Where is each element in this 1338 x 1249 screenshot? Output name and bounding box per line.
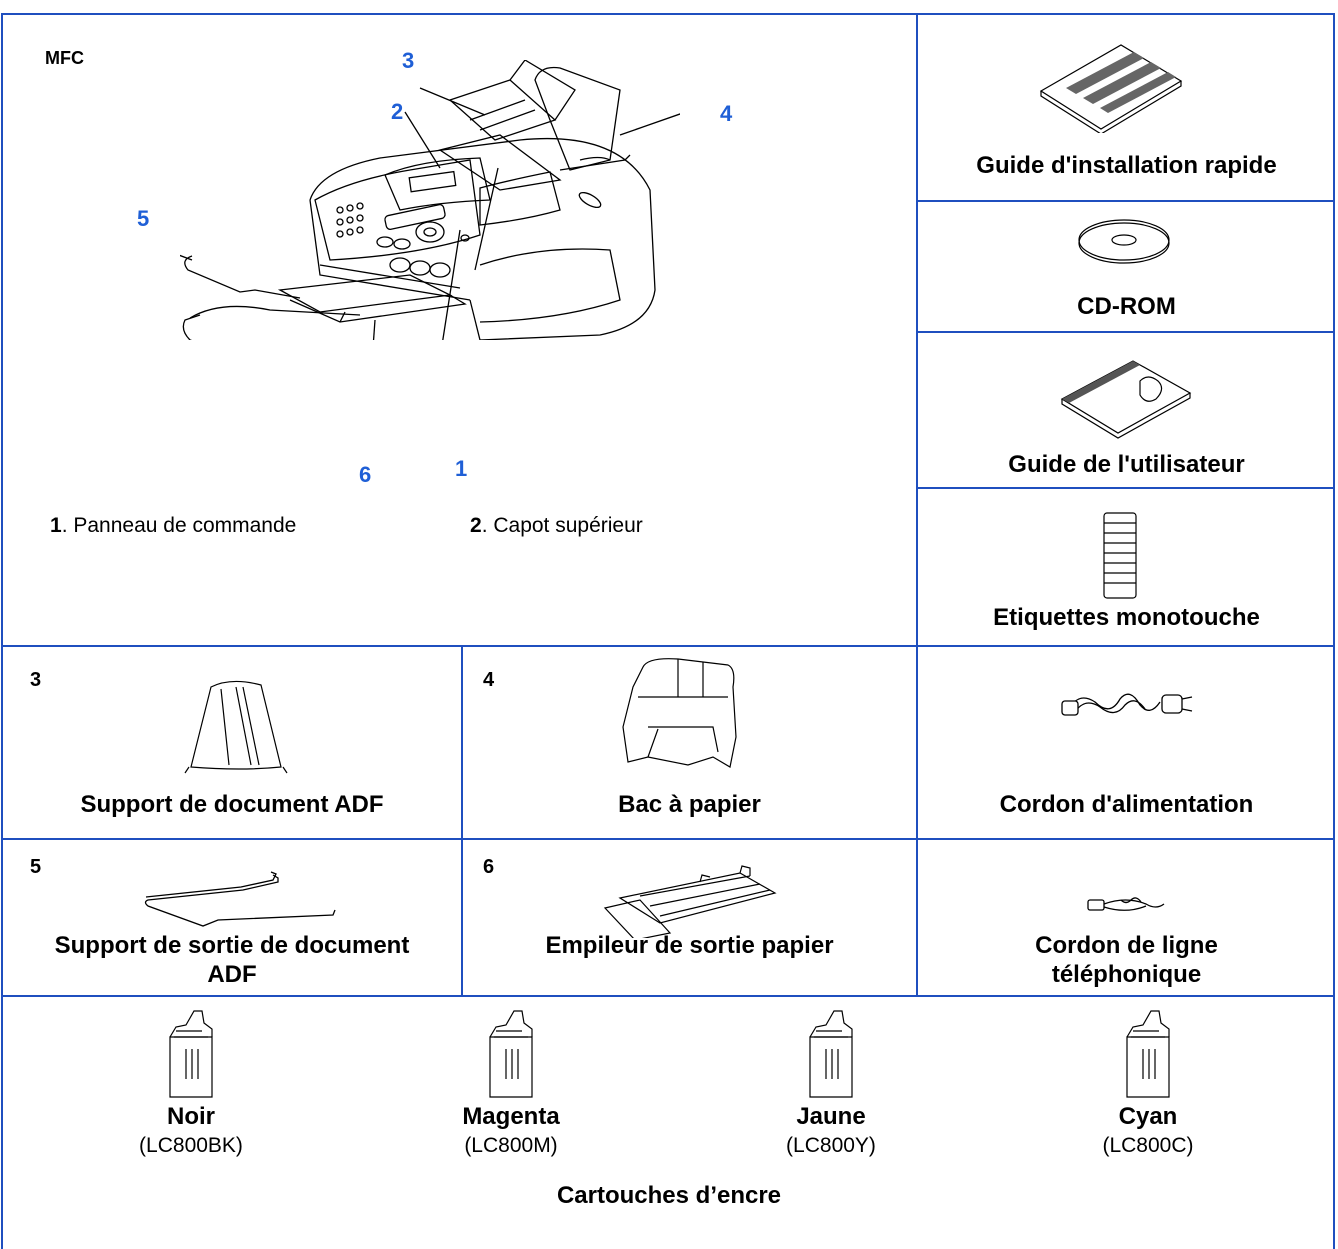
item-label-line1: Support de sortie de document xyxy=(54,932,410,959)
label-sheet-icon xyxy=(1103,512,1137,599)
ink-name: Jaune xyxy=(796,1103,866,1130)
ink-cartridge-icon xyxy=(1126,1010,1170,1098)
ink-cartridge-icon xyxy=(809,1010,853,1098)
user-guide-icon xyxy=(1060,360,1192,439)
contents-frame xyxy=(1,13,1335,1249)
legend-item-1: 1. Panneau de commande xyxy=(50,514,296,538)
item-label: CD-ROM xyxy=(1077,293,1176,320)
document-support-icon xyxy=(184,680,288,774)
phone-cord-icon xyxy=(1087,897,1165,911)
power-cord-icon xyxy=(1061,693,1193,716)
ink-cartridge-icon xyxy=(169,1010,213,1098)
item-output-wire-support: 5 Support de sortie de document ADF xyxy=(3,840,461,995)
item-number: 5 xyxy=(30,856,42,878)
item-label-line1: Cordon de ligne xyxy=(1035,932,1218,959)
paper-tray-icon xyxy=(622,658,737,768)
item-power-cord: Cordon d'alimentation xyxy=(918,647,1335,838)
item-number: 3 xyxy=(30,669,42,691)
legend-item-2: 2. Capot supérieur xyxy=(470,514,643,538)
item-label-line2: téléphonique xyxy=(1051,961,1202,988)
divider xyxy=(917,487,1335,489)
callout-3: 3 xyxy=(402,48,415,73)
ink-cartridges-title: Cartouches d’encre xyxy=(556,1182,782,1209)
legend-label: . Panneau de commande xyxy=(61,514,297,537)
item-document-support: 3 Support de document ADF xyxy=(3,647,461,838)
booklet-icon xyxy=(1039,44,1183,133)
item-label: Etiquettes monotouche xyxy=(993,604,1260,631)
callout-6: 6 xyxy=(359,462,372,487)
legend-num: 1 xyxy=(50,514,62,537)
divider xyxy=(461,645,463,997)
item-label-line2: ADF xyxy=(207,961,257,988)
item-label: Guide d'installation rapide xyxy=(976,152,1277,179)
output-wire-icon xyxy=(144,871,336,927)
divider xyxy=(1,995,1335,997)
divider xyxy=(916,15,918,997)
item-label: Support de document ADF xyxy=(80,791,384,818)
item-phone-cord: Cordon de ligne téléphonique xyxy=(918,840,1335,995)
divider xyxy=(917,331,1335,333)
ink-cartridges-panel: Noir (LC800BK) Magenta (LC800M) Jaune (L… xyxy=(3,997,1335,1249)
cd-icon xyxy=(1078,219,1170,264)
ink-code: (LC800BK) xyxy=(139,1134,243,1157)
ink-name: Magenta xyxy=(462,1103,560,1130)
callout-5: 5 xyxy=(137,206,150,231)
item-number: 6 xyxy=(483,856,495,878)
model-label: MFC xyxy=(45,48,84,68)
divider xyxy=(917,200,1335,202)
output-stacker-icon xyxy=(603,865,777,938)
callout-1: 1 xyxy=(455,456,468,481)
item-paper-tray: 4 Bac à papier xyxy=(463,647,916,838)
item-label: Cordon d'alimentation xyxy=(999,791,1254,818)
callout-2: 2 xyxy=(391,99,404,124)
item-quick-setup-guide: Guide d'installation rapide xyxy=(918,15,1335,200)
legend-label: . Capot supérieur xyxy=(481,514,643,537)
item-number: 4 xyxy=(483,669,495,691)
item-user-guide: Guide de l'utilisateur xyxy=(918,333,1335,487)
divider xyxy=(1,838,1335,840)
callout-4: 4 xyxy=(720,101,733,126)
item-label: Guide de l'utilisateur xyxy=(1008,451,1245,478)
ink-code: (LC800M) xyxy=(464,1134,558,1157)
item-one-touch-labels: Etiquettes monotouche xyxy=(918,489,1335,645)
ink-name: Noir xyxy=(167,1103,215,1130)
divider xyxy=(1,645,1335,647)
ink-cartridge-icon xyxy=(489,1010,533,1098)
item-label: Bac à papier xyxy=(618,791,761,818)
item-output-stacker: 6 Empileur de sortie papier xyxy=(463,840,916,995)
item-cd-rom: CD-ROM xyxy=(918,202,1335,331)
legend-num: 2 xyxy=(470,514,482,537)
ink-name: Cyan xyxy=(1118,1103,1178,1130)
ink-code: (LC800C) xyxy=(1102,1134,1194,1157)
mfc-printer-illustration xyxy=(180,60,680,340)
item-label: Empileur de sortie papier xyxy=(545,932,834,959)
ink-code: (LC800Y) xyxy=(786,1134,876,1157)
